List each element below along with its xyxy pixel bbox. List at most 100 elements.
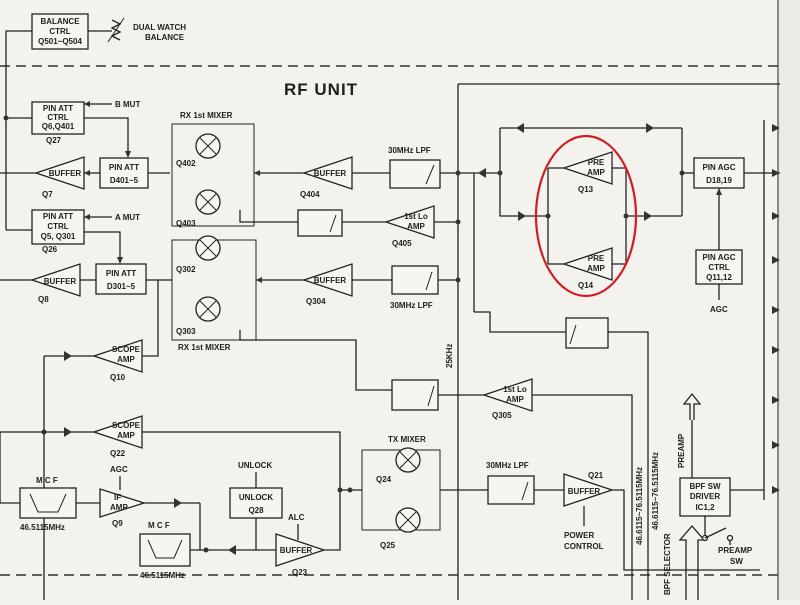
arrow-icon (84, 101, 90, 107)
q305-line2: AMP (506, 395, 524, 404)
q302-label: Q302 (176, 265, 196, 274)
unlock-box-line1: UNLOCK (239, 493, 273, 502)
buffer-q304-ref: Q304 (306, 297, 326, 306)
pin-att-ctrl2-line3: Q5, Q301 (41, 232, 76, 241)
power-control-line1: POWER (564, 531, 594, 540)
q13-line1: PRE (588, 158, 605, 167)
q305-ref: Q305 (492, 411, 512, 420)
lo-wire (239, 210, 298, 223)
buffer-q21-label: BUFFER (568, 487, 601, 496)
q25-label: Q25 (380, 541, 396, 550)
bpf-selector-label: BPF SELECTOR (663, 533, 672, 595)
arrow-icon (84, 214, 90, 220)
junction-dot (545, 213, 551, 219)
scope-q10-line2: AMP (117, 355, 135, 364)
scope-q22-line2: AMP (117, 431, 135, 440)
buffer-q21-triangle (563, 473, 615, 507)
lpf-tx-box (487, 475, 535, 505)
balance-ctrl-line1: BALANCE (40, 17, 80, 26)
mixer-cross (399, 511, 417, 529)
filter-icon (521, 481, 529, 501)
junction-dot (3, 115, 9, 121)
mcf2-freq: 46.5115MHz (140, 571, 185, 580)
wire (532, 394, 633, 600)
buffer-q23-triangle (275, 533, 327, 567)
bpf-sw-line2: DRIVER (690, 492, 720, 501)
switch-contact (726, 534, 734, 542)
junction-dot (203, 547, 209, 553)
arrow-icon (256, 277, 262, 283)
junction-dot (455, 277, 461, 283)
balance-left-bus (5, 30, 32, 230)
mcf1-box (19, 487, 77, 519)
mcf1-freq: 46.5115MHz (20, 523, 65, 532)
freq-label-1: 46.6115~76.5115MHz (635, 467, 644, 545)
arrow-icon (125, 151, 131, 158)
paper-edge (778, 0, 800, 600)
unlock-box (229, 487, 283, 519)
junction-dot (497, 170, 503, 176)
bpf-sw-driver-box (679, 477, 731, 517)
bpf-selector-arrow (678, 525, 706, 600)
pin-att-ctrl2-ref: Q26 (42, 245, 58, 254)
q303-label: Q303 (176, 327, 196, 336)
pin-agc-ctrl-line2: CTRL (708, 263, 729, 272)
q403-label: Q403 (176, 219, 196, 228)
lpf-mid-box (391, 265, 439, 295)
buffer-q8-label: BUFFER (44, 277, 77, 286)
junction-dot (347, 487, 353, 493)
right-bus-arrows (772, 124, 780, 494)
filter-icon (427, 385, 435, 407)
mixer-cross (199, 137, 217, 155)
preamp-sw-line2: SW (730, 557, 743, 566)
diode-icon (64, 427, 72, 437)
q405-ref: Q405 (392, 239, 412, 248)
if-amp-line2: AMP (110, 503, 128, 512)
q305-line1: 1st Lo (503, 385, 527, 394)
diode-icon (516, 123, 524, 133)
buffer-q404-ref: Q404 (300, 190, 320, 199)
mixer-cross (199, 300, 217, 318)
pin-att-box-2 (95, 263, 147, 295)
pin-agc-line2: D18,19 (706, 176, 732, 185)
if-amp-triangle (99, 488, 147, 518)
wire (324, 489, 362, 551)
lpf-mid-label: 30MHz LPF (390, 301, 433, 310)
buffer-q23-label: BUFFER (280, 546, 313, 555)
wire (608, 331, 649, 600)
lo-filter-bottom (391, 379, 439, 411)
balance-ctrl-line2: CTRL (49, 27, 70, 36)
buffer-q21-ref: Q21 (588, 471, 604, 480)
if-amp-line1: IF (114, 493, 121, 502)
dual-watch-label-2: BALANCE (145, 33, 185, 42)
alc-label: ALC (288, 513, 305, 522)
freq-25khz: 25KHz (445, 344, 454, 368)
mcf1-label: M C F (36, 476, 58, 485)
arrow-icon (716, 188, 722, 195)
freq-label-2: 46.6115~76.5115MHz (651, 452, 660, 530)
pin-agc-line1: PIN AGC (702, 163, 735, 172)
diode-icon (644, 211, 652, 221)
pin-att-ctrl-box-1 (31, 101, 85, 135)
lpf-tx-label: 30MHz LPF (486, 461, 529, 470)
bpf-sw-line3: IC1,2 (695, 503, 715, 512)
bandpass-icon (147, 539, 183, 559)
bandpass-icon (29, 493, 67, 513)
pin-agc-ctrl-line3: Q11,12 (706, 273, 732, 282)
potentiometer-arrow (107, 17, 125, 43)
wire (142, 280, 159, 357)
buffer-q404-label: BUFFER (314, 169, 347, 178)
diode-icon (646, 123, 654, 133)
lo-wire-bottom (239, 330, 392, 391)
arrow-icon (117, 257, 123, 264)
junction-dot (337, 487, 343, 493)
balance-ctrl-line3: Q501~Q504 (38, 37, 82, 46)
diode-icon (518, 211, 526, 221)
buffer-q304-label: BUFFER (314, 276, 347, 285)
preamp-vertical-label: PREAMP (677, 433, 686, 468)
q13-line2: AMP (587, 168, 605, 177)
ctrl2-to-pinatt (84, 231, 121, 262)
preamp-bus-left (499, 128, 548, 217)
preamp-arrow (682, 392, 702, 420)
